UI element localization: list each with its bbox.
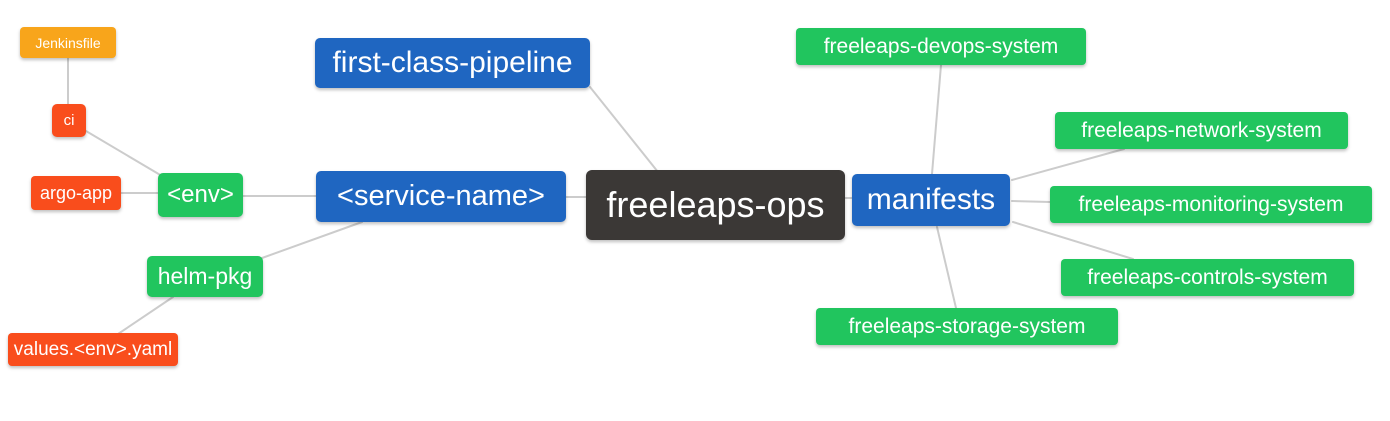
edge-manifests-storage-system xyxy=(936,226,957,309)
node-label: manifests xyxy=(866,183,996,216)
node-first-class-pipeline[interactable]: first-class-pipeline xyxy=(315,38,590,88)
node-label: freeleaps-devops-system xyxy=(823,34,1059,58)
node-manifests[interactable]: manifests xyxy=(852,174,1010,226)
edge-manifests-controls-system xyxy=(1012,221,1134,260)
node-freeleaps-controls-system[interactable]: freeleaps-controls-system xyxy=(1061,259,1354,296)
edge-ci-env xyxy=(85,130,163,177)
node-env[interactable]: <env> xyxy=(158,173,243,217)
node-jenkinsfile[interactable]: Jenkinsfile xyxy=(20,27,116,58)
node-label: argo-app xyxy=(39,182,113,203)
node-label: values.<env>.yaml xyxy=(13,338,173,360)
node-label: freeleaps-monitoring-system xyxy=(1078,192,1344,216)
node-label: first-class-pipeline xyxy=(332,46,573,79)
node-label: freeleaps-controls-system xyxy=(1087,265,1328,289)
node-ci[interactable]: ci xyxy=(52,104,86,137)
node-label: Jenkinsfile xyxy=(35,34,101,51)
node-label: freeleaps-network-system xyxy=(1081,118,1322,142)
node-label: ci xyxy=(63,112,75,129)
node-freeleaps-network-system[interactable]: freeleaps-network-system xyxy=(1055,112,1348,149)
node-label: freeleaps-storage-system xyxy=(848,314,1086,338)
node-label: freeleaps-ops xyxy=(606,184,825,225)
edge-manifests-network-system xyxy=(1011,148,1125,181)
node-helm-pkg[interactable]: helm-pkg xyxy=(147,256,263,297)
node-freeleaps-devops-system[interactable]: freeleaps-devops-system xyxy=(796,28,1086,65)
node-freeleaps-ops-root[interactable]: freeleaps-ops xyxy=(586,170,845,240)
edge-values-helm-pkg xyxy=(117,296,174,335)
node-freeleaps-monitoring-system[interactable]: freeleaps-monitoring-system xyxy=(1050,186,1372,223)
node-label: <env> xyxy=(167,181,234,208)
node-service-name[interactable]: <service-name> xyxy=(316,171,566,222)
node-argo-app[interactable]: argo-app xyxy=(31,176,121,210)
node-values-env-yaml[interactable]: values.<env>.yaml xyxy=(8,333,178,366)
edge-pipeline-freeleaps-ops xyxy=(589,86,659,173)
node-label: helm-pkg xyxy=(157,263,253,289)
node-label: <service-name> xyxy=(337,180,545,212)
edge-manifests-devops-system xyxy=(931,64,942,175)
edge-helm-pkg-service-name xyxy=(261,221,363,259)
edge-manifests-monitoring-system xyxy=(1011,200,1051,203)
node-freeleaps-storage-system[interactable]: freeleaps-storage-system xyxy=(816,308,1118,345)
